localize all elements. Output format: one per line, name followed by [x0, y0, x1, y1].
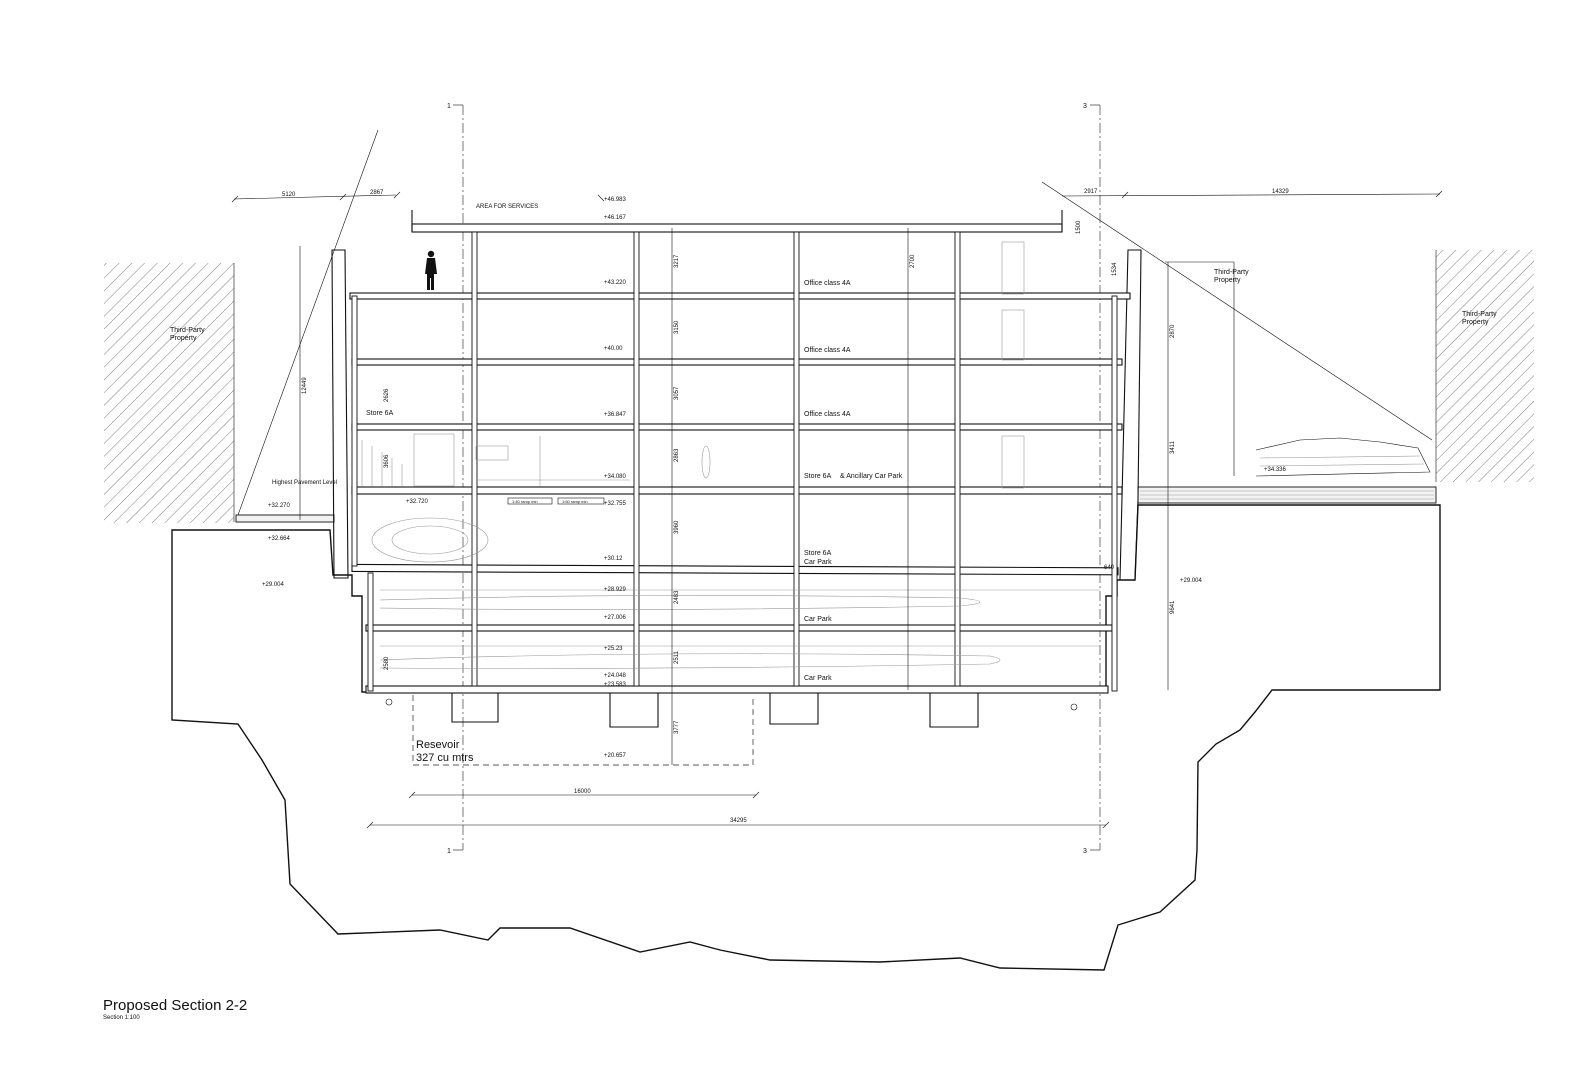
third-party-mid-line1: Third-Party [1214, 269, 1249, 276]
level-24048: +24.048 [604, 673, 627, 679]
level-23583: +23.583 [604, 682, 627, 688]
person-figure-icon [425, 250, 437, 290]
level-34080: +34.080 [604, 474, 627, 480]
third-party-mid-right: Third-Party Property [1165, 261, 1249, 476]
dim-2580: 2580 [384, 656, 390, 670]
grid-label-1-top: 1 [447, 103, 451, 110]
dim-3217: 3217 [674, 254, 680, 268]
level-25230: +25.23 [604, 646, 623, 652]
reservoir: Resevoir 327 cu mtrs [412, 695, 754, 766]
drawing-subtitle: Section 1:100 [103, 1015, 140, 1021]
room-store-car-a: Store 6A [804, 550, 832, 557]
dim-3777: 3777 [674, 720, 680, 734]
level-28929: +28.929 [604, 587, 627, 593]
level-36847: +36.847 [604, 412, 627, 418]
dim-640: 640 [1104, 565, 1115, 571]
drawing-title: Proposed Section 2-2 [103, 997, 248, 1014]
level-29004-right: +29.004 [1180, 578, 1203, 584]
grid-lines: 1 1 3 3 [447, 103, 1101, 855]
dim-9641: 9641 [1170, 600, 1176, 614]
level-20657: +20.657 [604, 753, 627, 759]
room-office-2: Office class 4A [804, 347, 851, 354]
level-32664: +32.664 [268, 536, 291, 542]
dim-34295: 34295 [730, 818, 747, 824]
level-43220: +43.220 [604, 280, 627, 286]
level-46167: +46.167 [604, 215, 627, 221]
dim-14329: 14329 [1272, 189, 1289, 195]
room-store-ancillary-b: & Ancillary Car Park [840, 473, 903, 480]
ramp-note-b: 1:60 ramp min [562, 499, 588, 504]
dim-2700: 2700 [910, 254, 916, 268]
level-32720: +32.720 [406, 499, 429, 505]
horizontal-dimensions: 5120 2867 2917 14329 16000 34295 [231, 189, 1443, 829]
room-office-3: Office class 4A [804, 411, 851, 418]
level-29004-left: +29.004 [262, 582, 285, 588]
ground-profile [171, 504, 1441, 971]
reservoir-line1: Resevoir [416, 739, 460, 751]
highest-pavement-label: Highest Pavement Level [272, 480, 337, 486]
third-party-right-line2: Property [1462, 319, 1489, 326]
dim-2626: 2626 [384, 388, 390, 402]
dim-3960: 3960 [674, 520, 680, 534]
room-store-6a-left: Store 6A [366, 410, 394, 417]
level-34336: +34.336 [1264, 467, 1287, 473]
room-car-park-2: Car Park [804, 675, 832, 682]
dim-5120: 5120 [282, 192, 296, 198]
third-party-left-line1: Third-Party [170, 327, 205, 334]
dim-2863: 2863 [674, 448, 680, 462]
level-27006: +27.006 [604, 615, 627, 621]
third-party-mid-line2: Property [1214, 277, 1241, 284]
dim-3150: 3150 [674, 320, 680, 334]
area-for-services: AREA FOR SERVICES [476, 204, 538, 210]
ramp-note-a: 1:40 ramp min [512, 499, 538, 504]
grid-label-3-bottom: 3 [1083, 848, 1087, 855]
level-32755: +32.755 [604, 501, 627, 507]
room-store-ancillary-a: Store 6A [804, 473, 832, 480]
dim-2870: 2870 [1170, 324, 1176, 338]
level-40000: +40.00 [604, 346, 623, 352]
dim-3057: 3057 [674, 386, 680, 400]
level-markers: +46.983 +46.167 +43.220 +40.00 +36.847 +… [406, 194, 627, 759]
building-section: AREA FOR SERVICES [299, 194, 1176, 765]
grid-label-1-bottom: 1 [447, 848, 451, 855]
dim-12449: 12449 [302, 377, 308, 394]
dim-3606: 3606 [384, 454, 390, 468]
third-party-right: Third-Party Property [1435, 250, 1534, 482]
level-46983: +46.983 [604, 197, 627, 203]
room-store-car-b: Car Park [804, 559, 832, 566]
dim-2511: 2511 [674, 650, 680, 664]
dim-2483: 2483 [674, 590, 680, 604]
pavement-right: +34.336 [1137, 437, 1437, 504]
dim-2917: 2917 [1084, 189, 1098, 195]
reservoir-line2: 327 cu mtrs [416, 752, 474, 764]
third-party-left-line2: Property [170, 335, 197, 342]
dim-1500: 1500 [1076, 220, 1082, 234]
level-32270: +32.270 [268, 503, 291, 509]
level-30122: +30.12 [604, 556, 623, 562]
room-car-park-1: Car Park [804, 616, 832, 623]
sight-lines [237, 129, 1433, 516]
dim-3411: 3411 [1170, 440, 1176, 454]
third-party-right-line1: Third-Party [1462, 311, 1497, 318]
title-block: Proposed Section 2-2 Section 1:100 [103, 997, 247, 1022]
room-office-top: Office class 4A [804, 280, 851, 287]
dim-16000: 16000 [574, 789, 591, 795]
grid-label-3-top: 3 [1083, 103, 1087, 110]
dim-2867: 2867 [370, 190, 384, 196]
dim-1534: 1534 [1112, 262, 1118, 276]
third-party-left: Third-Party Property [104, 263, 235, 523]
